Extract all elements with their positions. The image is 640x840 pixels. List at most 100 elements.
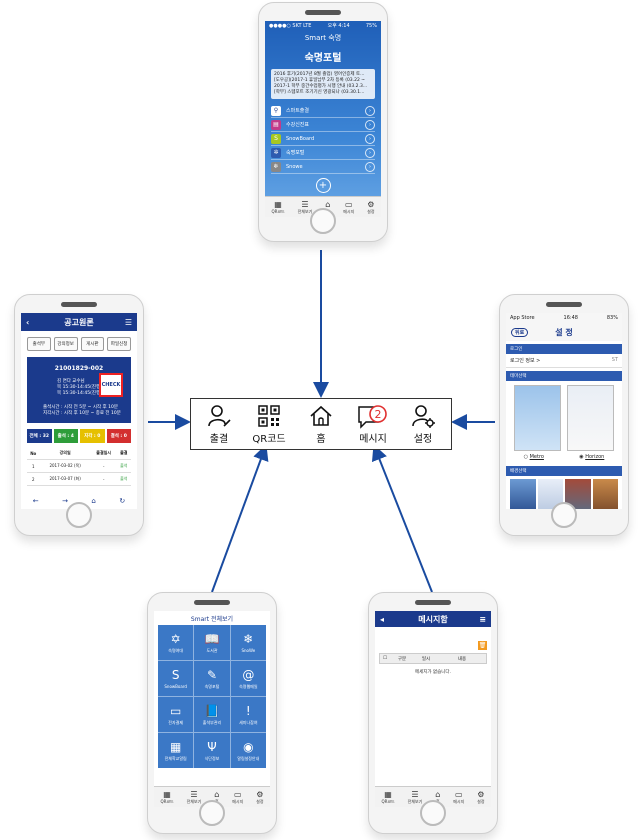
menu-item-portal[interactable]: ✲숙명포털› xyxy=(271,146,375,160)
menu-message[interactable]: 2 메시지 xyxy=(351,403,395,445)
menu-icon[interactable]: ☰ xyxy=(124,317,132,327)
center-menu-bar: 출결 QR코드 홈 2 메시지 xyxy=(190,398,452,450)
phone-settings: App Store 16:48 83% 뒤로 설 정 로그인 로그인 정보 >S… xyxy=(499,294,629,536)
menu-label: 설정 xyxy=(413,434,433,445)
menu-icon[interactable]: ≡ xyxy=(479,614,486,624)
tab-settings[interactable]: ⚙설정 xyxy=(367,200,374,215)
notice-box[interactable]: 2016 후기(2017년 8월 졸업) 영어인증제 토... [도우공](20… xyxy=(271,69,375,99)
tab-qr[interactable]: ▦QR코드 xyxy=(381,790,394,805)
menu-cell-label: SnoWe xyxy=(241,648,256,653)
chevron-right-icon: › xyxy=(365,161,375,172)
menu-label: QR코드 xyxy=(252,434,286,445)
menu-cell[interactable]: 📘출석부관리 xyxy=(194,697,230,732)
menu-cell[interactable]: 📖도서관 xyxy=(194,625,230,660)
menu-qr[interactable]: QR코드 xyxy=(247,403,291,445)
attendance-screen: ‹ 공고원론 ☰ 출석부 강의정보 게시판 파일신청 21001829-002 … xyxy=(21,313,137,509)
tab-all[interactable]: ☰전체보기 xyxy=(187,790,202,805)
background-thumb[interactable] xyxy=(592,479,618,509)
table-cell: 2017-03-02 (목) xyxy=(39,459,91,473)
col-header: 일시 xyxy=(421,656,431,662)
tab-qr[interactable]: ▦QR코드 xyxy=(160,790,173,805)
check-button[interactable]: CHECK xyxy=(99,373,123,397)
arrow-bottom-left xyxy=(211,444,269,593)
trash-icon[interactable]: 🗑 xyxy=(478,641,487,650)
menu-settings[interactable]: 설정 xyxy=(401,403,445,445)
stat-total: 전체 : 32 xyxy=(27,429,52,443)
theme-radios: ○ Metro ◉ Horizon xyxy=(506,451,622,463)
theme-previews xyxy=(506,381,622,451)
menu-cell[interactable]: !세미나참여 xyxy=(230,697,266,732)
stat-absent: 결석 : 0 xyxy=(106,429,131,443)
course-buttons: 출석부 강의정보 게시판 파일신청 xyxy=(21,331,137,357)
phone-speaker xyxy=(61,302,97,307)
radio-label: Horizon xyxy=(585,454,605,460)
time-info: 출석시간 : 시작 전 5분 ~ 시작 후 10분 지각시간 : 시작 후 10… xyxy=(43,405,121,417)
file-button[interactable]: 파일신청 xyxy=(107,337,131,351)
qr-icon: ▦ xyxy=(384,789,392,799)
menu-item-attendance[interactable]: ⚲스마트출결› xyxy=(271,104,375,118)
checkbox-icon[interactable]: ☐ xyxy=(382,656,388,661)
theme-preview-horizon[interactable] xyxy=(567,385,614,451)
theme-preview-metro[interactable] xyxy=(514,385,561,451)
menu-home[interactable]: 홈 xyxy=(299,403,343,445)
login-row[interactable]: 로그인 정보 >ST xyxy=(506,354,622,368)
tab-settings[interactable]: ⚙설정 xyxy=(477,790,484,805)
back-arrow-icon[interactable]: ← xyxy=(32,497,39,505)
menu-cell[interactable]: ❄SnoWe xyxy=(230,625,266,660)
back-icon[interactable]: ◂ xyxy=(380,614,385,624)
menu-item-timetable[interactable]: ▤수강신진표› xyxy=(271,118,375,132)
menu-attendance[interactable]: 출결 xyxy=(197,403,241,445)
menu-cell[interactable]: ▦전체학교알림 xyxy=(158,733,194,768)
menu-cell-icon: ! xyxy=(245,703,251,718)
message-icon: ▭ xyxy=(233,789,242,799)
board-button[interactable]: 게시판 xyxy=(80,337,105,351)
tab-all[interactable]: ☰전체보기 xyxy=(298,200,313,215)
back-icon[interactable]: ‹ xyxy=(26,317,30,327)
menu-cell[interactable]: ◉알림설정안내 xyxy=(230,733,266,768)
menu-item-snowe[interactable]: ❄Snowe› xyxy=(271,160,375,174)
menu-cell[interactable]: ✡숙명여대 xyxy=(158,625,194,660)
background-thumb[interactable] xyxy=(510,479,536,509)
home-icon xyxy=(310,405,332,426)
menu-cell-icon: 📖 xyxy=(204,631,220,646)
refresh-icon[interactable]: ↻ xyxy=(119,497,126,505)
menu-cell-icon: S xyxy=(171,668,180,682)
qr-icon: ▦ xyxy=(163,789,171,799)
home-screen: ●●●●○ SKT LTE 오후 4:14 75% Smart 숙명 숙명포털 … xyxy=(265,21,381,217)
radio-horizon[interactable]: ◉ Horizon xyxy=(579,454,605,460)
tab-qr[interactable]: ▦QR코드 xyxy=(271,200,284,215)
menu-cell[interactable]: ✎숙명포털 xyxy=(194,661,230,696)
menu-cell[interactable]: ▭전자결제 xyxy=(158,697,194,732)
col-header: No xyxy=(27,447,40,460)
radio-metro[interactable]: ○ Metro xyxy=(523,454,544,460)
info-button[interactable]: 강의정보 xyxy=(53,337,78,351)
home-icon: ⌂ xyxy=(214,789,220,799)
menu-cell[interactable]: @숙명웹메일 xyxy=(230,661,266,696)
add-icon[interactable]: + xyxy=(315,178,331,193)
status-time: 16:48 xyxy=(563,315,578,321)
tab-message[interactable]: ▭메시지 xyxy=(343,200,354,215)
tab-all[interactable]: ☰전체보기 xyxy=(408,790,423,805)
info-line: 목 15:30-14:45(진행중) xyxy=(57,385,107,390)
notice-line: [도우공](2017-1 휴일납부 2차 등록 (03.22 ~ xyxy=(274,78,366,83)
notice-line: [학부] 스템포트 조기기신 영광되나 (03.30.1... xyxy=(274,90,365,95)
nav-bar: ◂ 메시지함 ≡ xyxy=(375,611,491,627)
tab-message[interactable]: ▭메시지 xyxy=(232,790,243,805)
tab-settings[interactable]: ⚙설정 xyxy=(256,790,263,805)
back-button[interactable]: 뒤로 xyxy=(511,327,529,337)
menu-cell-label: SnowBoard xyxy=(164,684,187,689)
menu-cell[interactable]: S SnowBoard xyxy=(158,661,194,696)
roll-button[interactable]: 출석부 xyxy=(27,337,51,351)
menu-cell-label: 도서관 xyxy=(206,647,218,653)
table-row: 1 2017-03-02 (목) - 출석 xyxy=(27,459,131,473)
course-info: 김 면다 교수님 목 15:30-14:45(진행중) 목 15:30-14:4… xyxy=(57,379,106,397)
tab-message[interactable]: ▭메시지 xyxy=(453,790,464,805)
home-button xyxy=(66,502,92,528)
home-icon[interactable]: ⌂ xyxy=(91,497,96,505)
forward-arrow-icon[interactable]: → xyxy=(62,497,68,505)
notice-line: 2017-1 학부 중간수업평가 시행 안내 (03.2.3... xyxy=(274,84,368,89)
home-button xyxy=(199,800,225,826)
